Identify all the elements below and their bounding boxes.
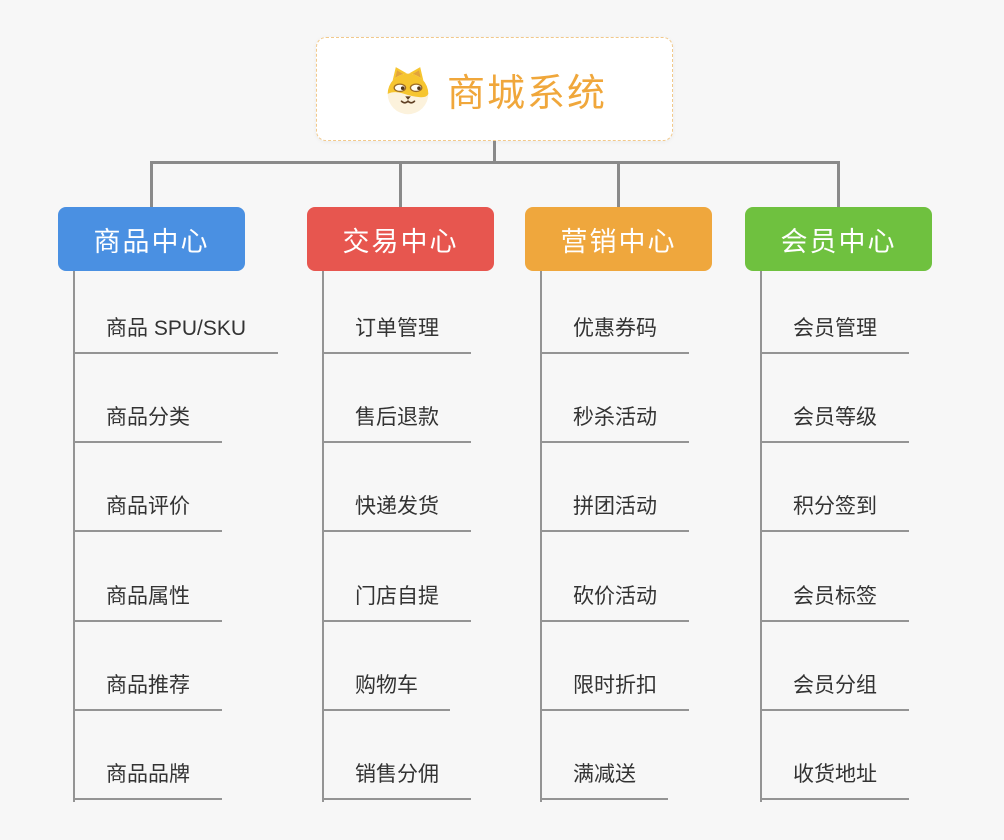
leaf-item[interactable]: 销售分佣 xyxy=(322,760,471,800)
branch-node-2[interactable]: 营销中心 xyxy=(525,207,712,271)
leaf-item[interactable]: 积分签到 xyxy=(760,492,909,533)
leaf-item[interactable]: 门店自提 xyxy=(322,582,471,622)
leaf-item[interactable]: 快递发货 xyxy=(322,492,471,533)
connector-drop-2 xyxy=(617,161,620,207)
branch-node-0[interactable]: 商品中心 xyxy=(58,207,245,271)
leaf-item[interactable]: 商品品牌 xyxy=(73,760,222,800)
connector-drop-0 xyxy=(150,161,153,207)
branch-trunk-3 xyxy=(760,271,762,802)
leaf-item[interactable]: 拼团活动 xyxy=(540,492,689,533)
connector-drop-3 xyxy=(837,161,840,207)
leaf-item[interactable]: 商品推荐 xyxy=(73,671,222,711)
branch-label: 商品中心 xyxy=(93,226,210,257)
leaf-item[interactable]: 砍价活动 xyxy=(540,582,689,622)
leaf-item[interactable]: 会员分组 xyxy=(760,671,909,711)
branch-label: 会员中心 xyxy=(780,226,897,257)
branch-label: 交易中心 xyxy=(342,226,459,257)
branch-node-3[interactable]: 会员中心 xyxy=(745,207,932,271)
leaf-item[interactable]: 收货地址 xyxy=(760,760,909,800)
branch-node-1[interactable]: 交易中心 xyxy=(307,207,494,271)
root-node[interactable]: 商城系统 xyxy=(316,37,673,141)
branch-label: 营销中心 xyxy=(560,226,677,257)
leaf-item[interactable]: 满减送 xyxy=(540,760,668,800)
leaf-item[interactable]: 会员标签 xyxy=(760,582,909,622)
branch-trunk-0 xyxy=(73,271,75,802)
connector-drop-1 xyxy=(399,161,402,207)
leaf-item[interactable]: 订单管理 xyxy=(322,314,471,354)
leaf-item[interactable]: 商品属性 xyxy=(73,582,222,622)
leaf-item[interactable]: 售后退款 xyxy=(322,403,471,444)
connector-stub xyxy=(493,141,496,164)
leaf-item[interactable]: 商品分类 xyxy=(73,403,222,444)
shiba-dog-icon xyxy=(387,67,429,115)
leaf-item[interactable]: 会员等级 xyxy=(760,403,909,444)
root-title: 商城系统 xyxy=(446,72,607,115)
leaf-item[interactable]: 会员管理 xyxy=(760,314,909,354)
branch-trunk-2 xyxy=(540,271,542,802)
connector-bus xyxy=(150,161,840,164)
leaf-item[interactable]: 商品评价 xyxy=(73,492,222,533)
leaf-item[interactable]: 优惠券码 xyxy=(540,314,689,354)
leaf-item[interactable]: 秒杀活动 xyxy=(540,403,689,444)
branch-trunk-1 xyxy=(322,271,324,802)
leaf-item[interactable]: 商品 SPU/SKU xyxy=(73,314,279,354)
leaf-item[interactable]: 购物车 xyxy=(322,671,450,711)
leaf-item[interactable]: 限时折扣 xyxy=(540,671,689,711)
